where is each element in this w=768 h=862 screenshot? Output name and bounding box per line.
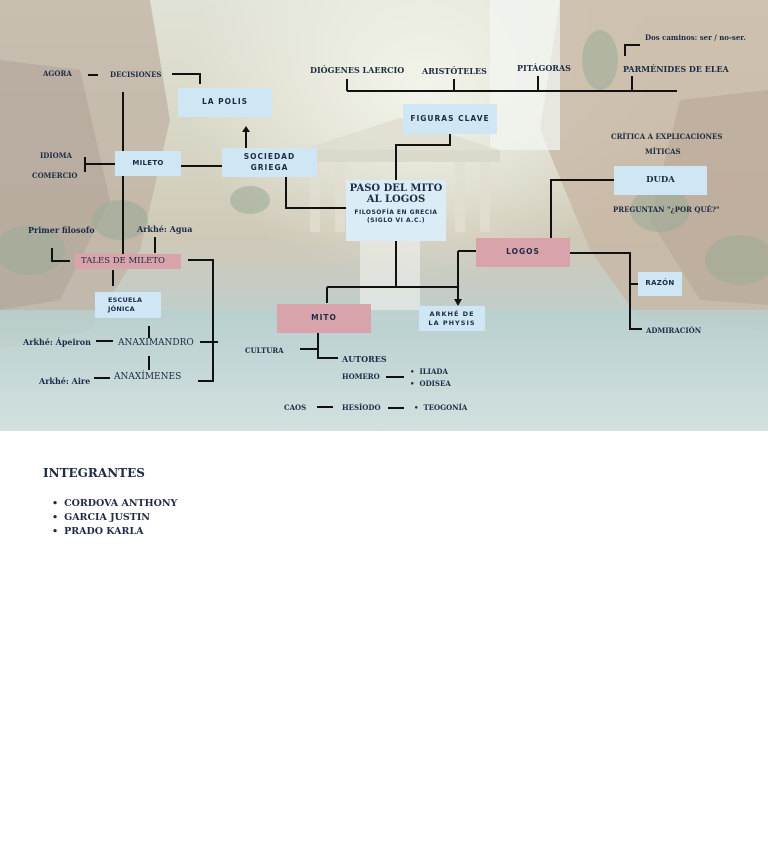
member-item: PRADO KARLA — [52, 526, 177, 540]
members-heading: INTEGRANTES — [43, 466, 145, 480]
duda-box: DUDA — [614, 166, 707, 195]
hesiodo-label: HESÍODO — [342, 403, 381, 412]
escuela-jonica-box: ESCUELA JÓNICA — [95, 292, 161, 318]
arkhe-agua-label: Arkhé: Agua — [137, 224, 193, 234]
concept-map: LA POLIS MILETO SOCIEDAD GRIEGA FIGURAS … — [0, 0, 768, 431]
dos-caminos-label: Dos caminos: ser / no-ser. — [645, 33, 746, 42]
mito-box: MITO — [277, 304, 371, 333]
arkhe-physis-box: ARKHÉ DE LA PHYSIS — [419, 306, 485, 331]
central-topic-subtitle: FILOSOFÍA EN GRECIA (SIGLO VI A.C.) — [354, 209, 438, 225]
member-item: CORDOVA ANTHONY — [52, 498, 177, 512]
pitagoras-label: PITÁGORAS — [517, 63, 571, 73]
critica-label: CRÍTICA A EXPLICACIONES — [611, 132, 723, 141]
background-landscape — [0, 0, 768, 431]
teogonia-label: TEOGONÍA — [414, 404, 467, 412]
odisea-label: ODISEA — [410, 380, 450, 388]
arkhe-apeiron-label: Arkhé: Ápeiron — [23, 337, 91, 347]
anaximenes-label: ANAXÍMENES — [114, 372, 182, 382]
caos-label: CAOS — [284, 403, 307, 412]
decisiones-label: DECISIONES — [110, 70, 162, 79]
parmenides-label: PARMÉNIDES DE ELEA — [623, 64, 729, 74]
sociedad-griega-box: SOCIEDAD GRIEGA — [222, 148, 317, 177]
members-list: CORDOVA ANTHONY GARCIA JUSTIN PRADO KARL… — [43, 498, 177, 540]
admiracion-label: ADMIRACIÓN — [646, 326, 702, 335]
diogenes-label: DIÓGENES LAERCIO — [310, 65, 405, 75]
central-topic-box: PASO DEL MITO AL LOGOS FILOSOFÍA EN GREC… — [346, 180, 446, 241]
connector-lines — [51, 44, 677, 409]
members-section: INTEGRANTES CORDOVA ANTHONY GARCIA JUSTI… — [43, 466, 177, 540]
central-topic-title: PASO DEL MITO AL LOGOS — [349, 183, 443, 205]
homero-label: HOMERO — [342, 372, 380, 381]
aristoteles-label: ARISTÓTELES — [422, 66, 487, 76]
idioma-label: IDIOMA — [40, 151, 72, 160]
iliada-label: ILIADA — [410, 368, 447, 376]
anaximandro-label: ANAXIMANDRO — [118, 338, 194, 348]
preguntan-label: PREGUNTAN "¿POR QUÉ?" — [613, 205, 720, 214]
arkhe-aire-label: Arkhé: Aire — [39, 376, 91, 386]
la-polis-box: LA POLIS — [178, 88, 272, 117]
logos-box: LOGOS — [476, 238, 570, 267]
mileto-box: MILETO — [115, 151, 181, 176]
miticas-label: MÍTICAS — [645, 147, 681, 156]
tales-de-mileto-box: TALES DE MILETO — [75, 254, 181, 269]
comercio-label: COMERCIO — [32, 171, 78, 180]
figuras-clave-box: FIGURAS CLAVE — [403, 104, 497, 134]
autores-label: AUTORES — [342, 354, 387, 364]
primer-filosofo-label: Primer filosofo — [28, 225, 95, 235]
cultura-label: CULTURA — [245, 346, 284, 355]
member-item: GARCIA JUSTIN — [52, 512, 177, 526]
agora-label: AGORA — [43, 69, 72, 78]
razon-box: RAZÓN — [638, 272, 682, 296]
